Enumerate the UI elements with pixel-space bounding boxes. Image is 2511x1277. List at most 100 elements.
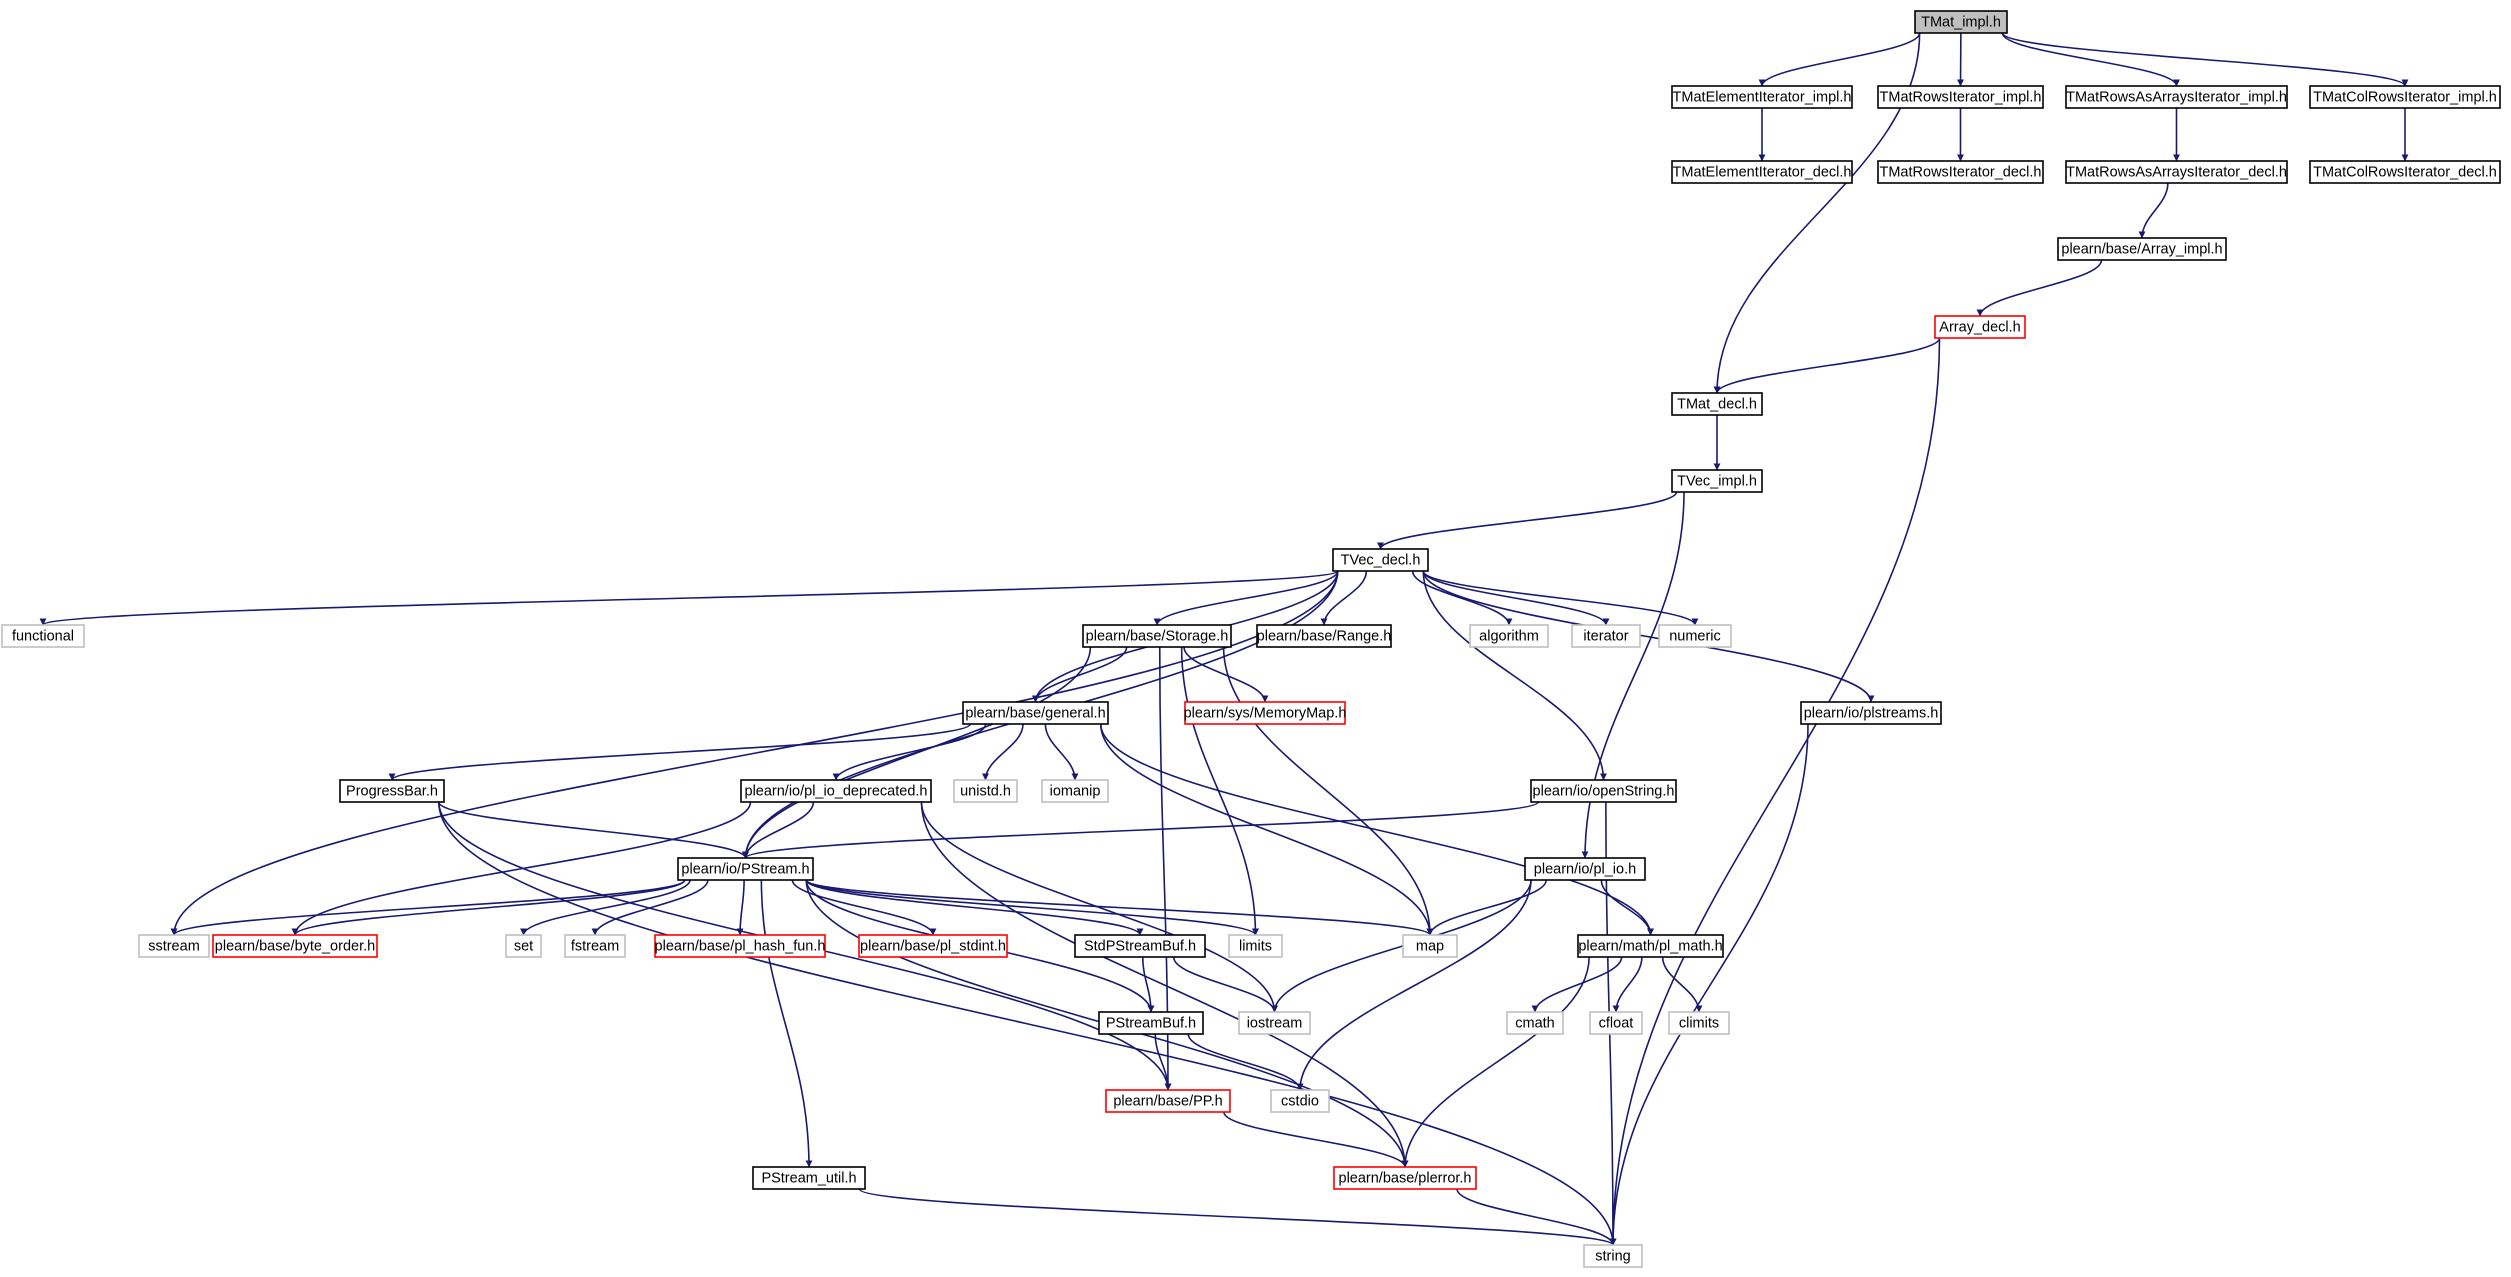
node-tmat_rowsarr_impl[interactable]: TMatRowsAsArraysIterator_impl.h: [2065, 85, 2288, 109]
edge-tmat_impl-to-tmat_rowsarr_impl: [2001, 32, 2180, 87]
node-pp[interactable]: plearn/base/PP.h: [1105, 1089, 1231, 1113]
node-unistd: unistd.h: [953, 779, 1018, 803]
edge-pstream-to-pstream_util: [760, 879, 813, 1168]
edge-pstream-to-pl_hash_fun: [736, 879, 745, 936]
edge-pl_io_deprecated-to-plerror: [920, 801, 1409, 1168]
edge-pl_math-to-cfloat: [1612, 956, 1643, 1013]
node-array_decl[interactable]: Array_decl.h: [1934, 315, 2026, 339]
node-pl_math[interactable]: plearn/math/pl_math.h: [1577, 934, 1724, 958]
node-box: [1506, 1011, 1564, 1035]
node-box: [2065, 85, 2288, 109]
node-label: algorithm: [1479, 629, 1539, 645]
node-tmat_impl[interactable]: TMat_impl.h: [1914, 10, 2008, 34]
edge-pstream_util-to-string: [858, 1188, 1617, 1246]
node-memorymap[interactable]: plearn/sys/MemoryMap.h: [1184, 701, 1347, 725]
edge-pp-to-plerror: [1223, 1111, 1409, 1168]
node-pl_io[interactable]: plearn/io/pl_io.h: [1524, 857, 1646, 881]
node-label: cmath: [1515, 1016, 1555, 1032]
edge-general-to-iomanip: [1044, 723, 1079, 781]
node-box: [505, 934, 542, 958]
node-label: TMatColRowsIterator_decl.h: [2313, 165, 2497, 181]
node-box: [953, 779, 1018, 803]
edge-tvec_decl-to-algorithm: [1411, 570, 1513, 626]
node-set: set: [505, 934, 542, 958]
edge-tvec_decl-to-range: [1320, 570, 1368, 626]
node-label: PStream_util.h: [761, 1171, 856, 1187]
node-iomanip: iomanip: [1041, 779, 1109, 803]
edge-pstream-to-byte_order: [291, 879, 686, 936]
node-general[interactable]: plearn/base/general.h: [962, 701, 1109, 725]
node-box: [1524, 857, 1646, 881]
node-tmat_rows_decl[interactable]: TMatRowsIterator_decl.h: [1877, 160, 2044, 184]
edge-pl_math-to-plerror: [1401, 956, 1590, 1168]
edge-tmat_impl-to-tmat_elem_impl: [1758, 32, 1921, 87]
edge-general-to-pl_math: [1099, 723, 1654, 936]
node-label: plearn/base/Array_impl.h: [2061, 242, 2222, 258]
node-label: TMatElementIterator_decl.h: [1673, 165, 1852, 181]
node-tvec_decl[interactable]: TVec_decl.h: [1332, 548, 1429, 572]
node-openstring[interactable]: plearn/io/openString.h: [1530, 779, 1677, 803]
node-iterator: iterator: [1571, 624, 1641, 648]
edge-pstream-to-limits: [805, 879, 1259, 936]
node-box: [1571, 624, 1641, 648]
node-progressbar[interactable]: ProgressBar.h: [339, 779, 445, 803]
node-pl_stdint[interactable]: plearn/base/pl_stdint.h: [858, 934, 1008, 958]
node-map: map: [1402, 934, 1458, 958]
node-storage[interactable]: plearn/base/Storage.h: [1082, 624, 1232, 648]
node-label: climits: [1679, 1016, 1719, 1032]
node-label: plearn/io/plstreams.h: [1804, 706, 1939, 722]
node-tvec_impl[interactable]: TVec_impl.h: [1671, 469, 1763, 493]
node-box: [1, 624, 85, 648]
node-array_impl[interactable]: plearn/base/Array_impl.h: [2057, 237, 2227, 261]
edge-tmat_rowsarr_decl-to-array_impl: [2138, 182, 2169, 239]
node-plstreams[interactable]: plearn/io/plstreams.h: [1800, 701, 1942, 725]
node-box: [1800, 701, 1942, 725]
node-tmat_col_impl[interactable]: TMatColRowsIterator_impl.h: [2309, 85, 2501, 109]
edge-tvec_decl-to-plstreams: [1422, 570, 1875, 703]
edge-array_decl-to-string: [1609, 337, 1941, 1246]
node-box: [1238, 1011, 1311, 1035]
edge-openstring-to-pstream: [742, 801, 1540, 859]
node-pl_hash_fun[interactable]: plearn/base/pl_hash_fun.h: [654, 934, 826, 958]
node-tmat_rowsarr_decl[interactable]: TMatRowsAsArraysIterator_decl.h: [2065, 160, 2288, 184]
node-byte_order[interactable]: plearn/base/byte_order.h: [212, 934, 378, 958]
node-label: limits: [1239, 939, 1272, 955]
node-tmat_elem_decl[interactable]: TMatElementIterator_decl.h: [1671, 160, 1853, 184]
node-tmat_decl[interactable]: TMat_decl.h: [1671, 392, 1763, 416]
node-box: [1041, 779, 1109, 803]
node-pl_io_deprecated[interactable]: plearn/io/pl_io_deprecated.h: [740, 779, 932, 803]
node-pstreambuf[interactable]: PStreamBuf.h: [1098, 1011, 1204, 1035]
node-fstream: fstream: [564, 934, 626, 958]
node-label: TMatColRowsIterator_impl.h: [2313, 90, 2497, 106]
node-box: [2065, 160, 2288, 184]
node-tmat_col_decl[interactable]: TMatColRowsIterator_decl.h: [2309, 160, 2501, 184]
node-plerror[interactable]: plearn/base/plerror.h: [1333, 1166, 1477, 1190]
node-box: [1577, 934, 1724, 958]
node-label: StdPStreamBuf.h: [1084, 939, 1196, 955]
node-range[interactable]: plearn/base/Range.h: [1256, 624, 1392, 648]
edge-pstream-to-fstream: [591, 879, 709, 936]
node-box: [564, 934, 626, 958]
edge-stdpstreambuf-to-pstreambuf: [1141, 956, 1155, 1013]
node-stdpstreambuf[interactable]: StdPStreamBuf.h: [1074, 934, 1206, 958]
node-box: [1270, 1089, 1330, 1113]
edge-pstream-to-map: [805, 879, 1434, 936]
edge-tmat_impl-to-tmat_col_impl: [2001, 32, 2409, 87]
node-tmat_rows_impl[interactable]: TMatRowsIterator_impl.h: [1877, 85, 2044, 109]
node-pstream[interactable]: plearn/io/PStream.h: [677, 857, 814, 881]
edge-general-to-pl_io_deprecated: [832, 723, 987, 781]
node-cfloat: cfloat: [1589, 1011, 1643, 1035]
node-box: [1877, 85, 2044, 109]
edge-pstreambuf-to-pp: [1154, 1033, 1172, 1091]
node-label: PStreamBuf.h: [1106, 1016, 1196, 1032]
node-cmath: cmath: [1506, 1011, 1564, 1035]
node-label: functional: [12, 629, 74, 645]
node-box: [1098, 1011, 1204, 1035]
edge-pl_io-to-pl_math: [1600, 879, 1654, 936]
edge-pl_io-to-map: [1426, 879, 1548, 936]
node-box: [1877, 160, 2044, 184]
node-tmat_elem_impl[interactable]: TMatElementIterator_impl.h: [1671, 85, 1853, 109]
node-pstream_util[interactable]: PStream_util.h: [752, 1166, 866, 1190]
node-algorithm: algorithm: [1469, 624, 1549, 648]
